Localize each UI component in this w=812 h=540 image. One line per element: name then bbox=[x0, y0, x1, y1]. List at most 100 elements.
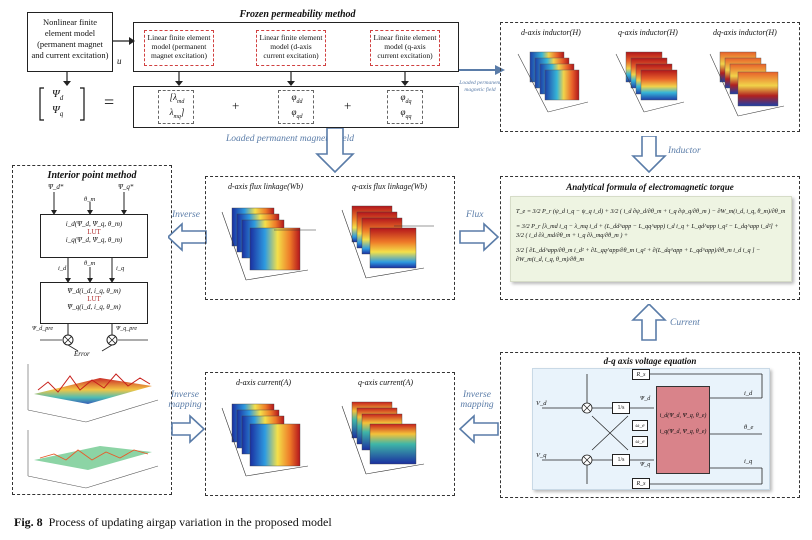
phi-qd-sub: qd bbox=[296, 113, 303, 120]
current-panel bbox=[205, 372, 455, 496]
current-label: Current bbox=[670, 318, 700, 328]
torque-eq-line-1: T_e = 3/2 P_r (ψ_d i_q − ψ_q i_d) + 3/2 … bbox=[516, 208, 786, 215]
linear-down-arrows bbox=[175, 72, 409, 86]
u-arrow bbox=[113, 37, 135, 45]
rs-top-label: R_s bbox=[636, 372, 646, 378]
rs-box-top: R_s bbox=[632, 369, 650, 380]
inductor-title-q: q-axis inductor(H) bbox=[618, 28, 678, 37]
out-theta-label: θ_e bbox=[744, 424, 754, 431]
inductor-dq-surface bbox=[709, 51, 785, 117]
flux-plots bbox=[221, 205, 434, 281]
current-arrow bbox=[631, 304, 667, 341]
phi-dd: φ bbox=[291, 92, 297, 102]
inverse-label: Inverse bbox=[172, 210, 200, 220]
frozen-title: Frozen permeability method bbox=[239, 9, 356, 20]
inductor-side-label: Loaded permanent magnetic field bbox=[459, 80, 501, 93]
vq-label: V_q bbox=[536, 452, 547, 459]
lambda-mq: λ bbox=[169, 107, 174, 117]
linear-fem-pm-l2: model (permanent bbox=[151, 42, 207, 51]
integrator-d: 1/s bbox=[612, 402, 630, 414]
linear-fem-d-l1: Linear finite element bbox=[259, 33, 323, 42]
u-label: u bbox=[117, 56, 122, 66]
ipm-box1-l2: i_q(Ψ_d, Ψ_q, θ_m) bbox=[65, 236, 123, 244]
psi-d-symbol: Ψ bbox=[52, 88, 60, 100]
flux-q-surface bbox=[341, 205, 434, 279]
inverse-mapping-right-label: Inverse mapping bbox=[460, 390, 494, 410]
out-id-label: i_d bbox=[744, 390, 753, 397]
fem-line-2: element model bbox=[44, 28, 96, 38]
omega-1-label: ω_e bbox=[635, 423, 645, 429]
inductor-plots bbox=[517, 51, 785, 117]
dq-block-lines bbox=[542, 373, 763, 485]
inverse-mapping-left-label: Inverse mapping bbox=[168, 390, 202, 410]
integrator-d-label: 1/s bbox=[617, 405, 625, 411]
fem-line-4: and current excitation) bbox=[31, 50, 109, 60]
current-d-surface bbox=[221, 403, 309, 477]
dq-lut-l1: i_d(Ψ_d, Ψ_q, θ_e) bbox=[659, 413, 707, 419]
ipm-in-psiq: Ψ_q* bbox=[118, 183, 134, 191]
ipm-lut-box-2: Ψ_d(i_d, i_q, θ_m) LUT Ψ_q(i_d, i_q, θ_m… bbox=[40, 282, 148, 324]
inverse-arrow bbox=[168, 222, 207, 252]
flux-panel bbox=[205, 176, 455, 300]
ipm-out-psid: Ψ_d_pre bbox=[32, 326, 53, 332]
torque-panel bbox=[500, 176, 800, 300]
current-title-q: q-axis current(A) bbox=[358, 378, 414, 387]
ipm-out-psiq: Ψ_q_pre bbox=[116, 326, 137, 332]
ipm-box2-l1: Ψ_d(i_d, i_q, θ_m) bbox=[67, 287, 121, 295]
current-plots bbox=[221, 401, 425, 477]
flux-title-q: q-axis flux linkage(Wb) bbox=[352, 182, 428, 191]
inverse-mapping-right-arrow bbox=[458, 414, 499, 444]
caption-text: Process of updating airgap variation in … bbox=[48, 515, 332, 529]
lambda-box-pm: [λmd λmq] bbox=[158, 90, 194, 124]
flux-arrow bbox=[459, 222, 500, 252]
torque-eq-line-3: 3/2 [ ∂L_dd^app/∂θ_m i_d² + ∂L_qq^app/∂θ… bbox=[516, 247, 761, 263]
frozen-to-inductor-arrow bbox=[459, 65, 505, 75]
ipm-in-psid: Ψ_d* bbox=[48, 183, 64, 191]
omega-2-label: ω_e bbox=[635, 439, 645, 445]
phi-dd-sub: dd bbox=[296, 98, 303, 105]
rs-box-bottom: R_s bbox=[632, 478, 650, 489]
phi-dq: φ bbox=[400, 92, 406, 102]
ipm-error-surfaces bbox=[27, 364, 159, 489]
omega-box-2: ω_e bbox=[632, 436, 648, 447]
nonlinear-fem-box: Nonlinear finite element model (permanen… bbox=[27, 12, 113, 72]
inductor-title-d: d-axis inductor(H) bbox=[521, 28, 581, 37]
equals-sign: = bbox=[104, 92, 115, 112]
torque-title: Analytical formula of electromagnetic to… bbox=[566, 182, 734, 192]
inductor-d-surface bbox=[517, 51, 589, 113]
ipm-id-label: i_d bbox=[58, 265, 67, 272]
dq-lut-l2: i_q(Ψ_d, Ψ_q, θ_e) bbox=[659, 429, 707, 435]
fem-down-arrow bbox=[63, 72, 71, 86]
rs-bottom-label: R_s bbox=[636, 481, 646, 487]
integrator-q-label: 1/s bbox=[617, 457, 625, 463]
flux-label: Flux bbox=[466, 210, 484, 220]
loaded-pm-arrow bbox=[315, 128, 355, 174]
inverse-mapping-left-arrow bbox=[171, 414, 206, 444]
fem-line-3: (permanent magnet bbox=[37, 39, 103, 49]
inductor-title-dq: dq-axis inductor(H) bbox=[713, 28, 777, 37]
linear-fem-box-d: Linear finite element model (d-axis curr… bbox=[256, 30, 326, 66]
inductor-arrow-label: Inductor bbox=[668, 146, 701, 156]
lambda-md: λ bbox=[173, 92, 178, 102]
omega-box-1: ω_e bbox=[632, 420, 648, 431]
ipm-box2-l2: Ψ_q(i_d, i_q, θ_m) bbox=[67, 303, 121, 311]
linear-fem-q-l3: current excitation) bbox=[377, 51, 433, 60]
linear-fem-q-l1: Linear finite element bbox=[373, 33, 437, 42]
torque-formula-box: T_e = 3/2 P_r (ψ_d i_q − ψ_q i_d) + 3/2 … bbox=[510, 196, 792, 282]
current-title-d: d-axis current(A) bbox=[236, 378, 292, 387]
phi-qd: φ bbox=[291, 107, 297, 117]
dq-panel bbox=[500, 352, 800, 498]
phi-qq: φ bbox=[400, 107, 406, 117]
linear-fem-pm-l3: magnet excitation) bbox=[150, 51, 208, 60]
vd-label: V_d bbox=[536, 400, 547, 407]
inductor-arrow bbox=[631, 136, 667, 174]
psi-q-sub: q bbox=[59, 110, 64, 119]
dq-lut-block: i_d(Ψ_d, Ψ_q, θ_e) i_q(Ψ_d, Ψ_q, θ_e) bbox=[656, 386, 710, 474]
ipm-error-label: Error bbox=[74, 350, 90, 358]
out-iq-label: i_q bbox=[744, 458, 753, 465]
linear-fem-box-pm: Linear finite element model (permanent m… bbox=[144, 30, 214, 66]
ipm-box1-lut: LUT bbox=[87, 228, 101, 236]
integrator-q: 1/s bbox=[612, 454, 630, 466]
lambda-mq-sub: mq bbox=[173, 113, 181, 120]
